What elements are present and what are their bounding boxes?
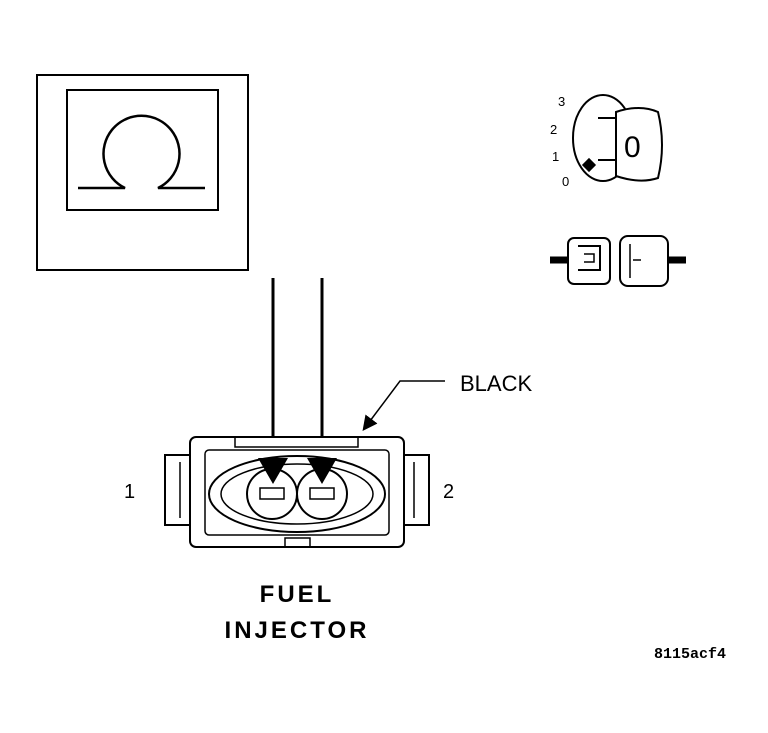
key-icon: 0	[615, 107, 663, 182]
probe-tip-left	[258, 458, 288, 484]
pin-terminal-1	[259, 487, 285, 500]
wire-color-label: BLACK	[460, 371, 532, 396]
ohm-icon	[78, 114, 205, 190]
pin-terminal-2	[309, 487, 335, 500]
ignition-position-3: 3	[558, 94, 565, 109]
ignition-position-0: 0	[562, 174, 569, 189]
fuel-injector-connector: 1 2	[124, 436, 454, 548]
key-letter: 0	[624, 131, 641, 164]
ignition-position-2: 2	[550, 122, 557, 137]
disconnect-connector-icon	[550, 235, 686, 287]
diagram-title-line-1: FUEL	[260, 581, 335, 608]
latch-left	[164, 454, 190, 526]
pin-label-2: 2	[443, 481, 454, 503]
latch-right	[404, 454, 430, 526]
ignition-switch: 3 2 1 0 0	[550, 94, 663, 189]
diagram-title-line-2: INJECTOR	[225, 617, 370, 644]
ohmmeter	[36, 74, 324, 470]
ignition-position-1: 1	[552, 149, 559, 164]
meter-display	[66, 89, 219, 211]
probe-tip-right	[307, 458, 337, 484]
pin-label-1: 1	[124, 481, 135, 503]
figure-id: 8115acf4	[654, 646, 726, 663]
black-wire-callout: BLACK	[362, 371, 532, 431]
